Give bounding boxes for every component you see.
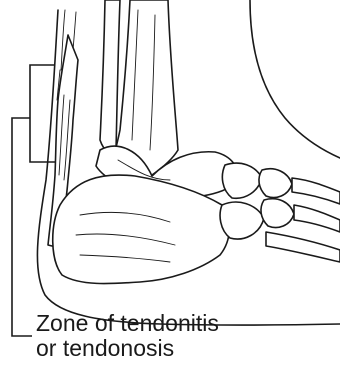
metatarsal-3	[266, 232, 340, 262]
zone-label-line-2: or tendonosis	[36, 336, 336, 361]
metatarsal-1	[292, 178, 340, 204]
skin-outline-front	[250, 0, 340, 158]
cuboid-bone	[220, 202, 264, 239]
navicular-bone	[222, 163, 262, 198]
zone-bracket-lower	[12, 118, 32, 336]
zone-label-line-1: Zone of tendonitis	[36, 311, 336, 336]
zone-label: Zone of tendonitis or tendonosis	[36, 311, 336, 361]
fibula-bone	[100, 0, 120, 153]
cuneiform-bone	[259, 169, 292, 198]
metatarsal-2	[294, 205, 340, 232]
cuneiform-bone-2	[261, 199, 294, 228]
